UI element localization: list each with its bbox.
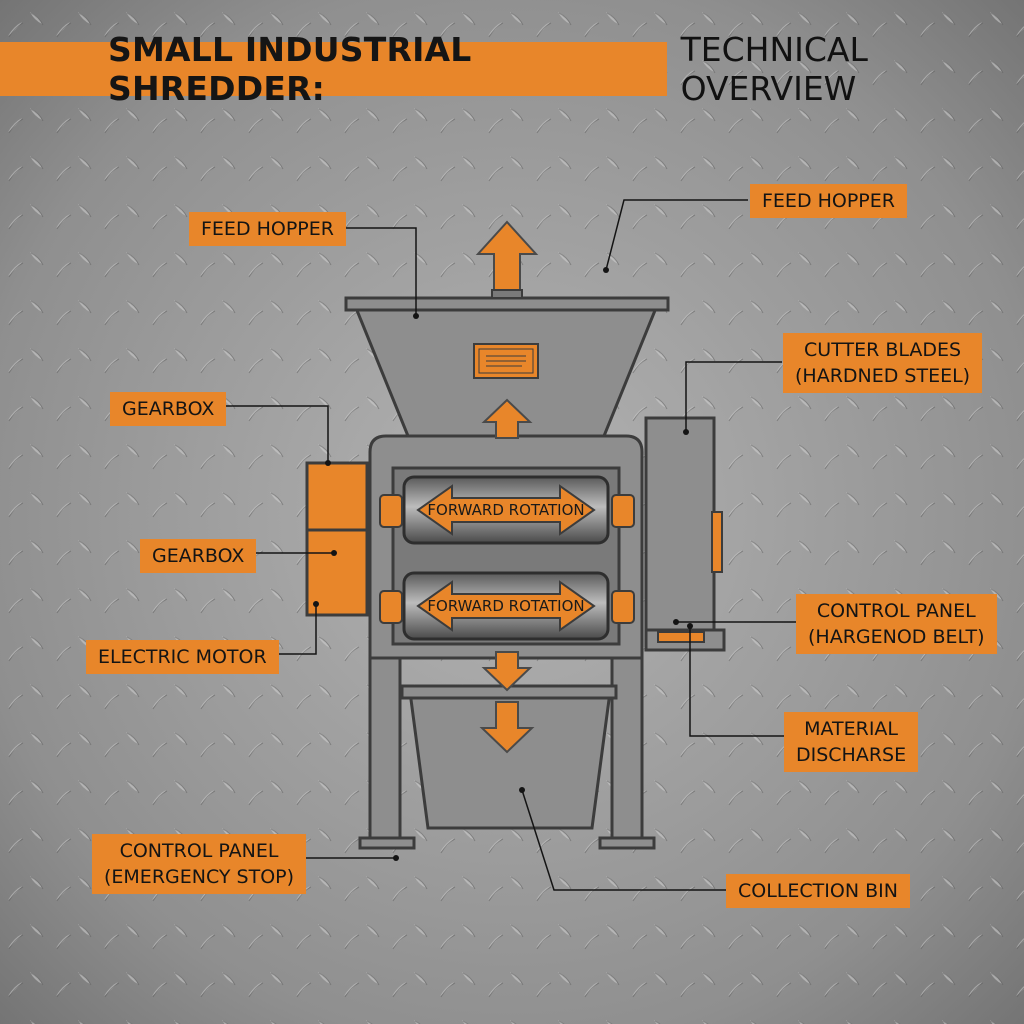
label-material-discharge-line2: DISCHARSE (796, 744, 907, 766)
hopper-rim (344, 296, 670, 312)
right-foot (598, 836, 656, 850)
rotor-top-hub-right (611, 494, 635, 528)
flow-arrow-up-mid (481, 398, 533, 439)
label-control-panel-bottom-line1: CONTROL PANEL (119, 840, 279, 862)
hopper-placard (473, 343, 539, 379)
rotor-bottom-hub-right (611, 590, 635, 624)
base-plate (657, 631, 705, 643)
label-control-panel-right: CONTROL PANEL (HARGENOD BELT) (796, 594, 997, 654)
rotor-top-arrow (416, 484, 596, 536)
rotor-top-label: FORWARD ROTATION (427, 501, 584, 519)
leader-gearbox-top (208, 405, 329, 463)
label-feed-hopper-right: FEED HOPPER (750, 184, 907, 218)
label-cutter-blades: CUTTER BLADES (HARDNED STEEL) (783, 333, 983, 393)
leader-material-discharge (689, 626, 784, 737)
label-feed-hopper-left: FEED HOPPER (189, 212, 346, 246)
leader-cutter-blades (685, 361, 782, 434)
right-leg (610, 638, 644, 847)
label-material-discharge: MATERIAL DISCHARSE (784, 712, 919, 772)
hopper-nozzle (491, 289, 523, 299)
label-control-panel-bottom-line2: (EMERGENCY STOP) (104, 866, 295, 888)
rotor-bottom-label: FORWARD ROTATION (427, 597, 584, 615)
left-leg (368, 638, 402, 847)
label-control-panel-right-line2: (HARGENOD BELT) (808, 626, 985, 648)
label-control-panel-bottom: CONTROL PANEL (EMERGENCY STOP) (92, 834, 307, 894)
rotor-bottom-arrow (416, 580, 596, 632)
side-tab (711, 511, 723, 573)
rotor-bottom-hub-left (379, 590, 403, 624)
rotor-top-hub-left (379, 494, 403, 528)
label-collection-bin: COLLECTION BIN (726, 874, 910, 908)
leader-feed-hopper-right (605, 199, 748, 271)
label-gearbox-mid: GEARBOX (140, 539, 257, 573)
label-cutter-blades-line2: (HARDNED STEEL) (795, 365, 971, 387)
flow-arrow-down-mid (481, 651, 533, 692)
label-material-discharge-line1: MATERIAL (804, 718, 899, 740)
left-foot (358, 836, 416, 850)
flow-arrow-up-top (475, 220, 539, 293)
title-rest: TECHNICAL OVERVIEW (680, 30, 868, 108)
flow-arrow-down-bin (479, 701, 535, 754)
side-housing (644, 416, 716, 652)
leader-feed-hopper-left (312, 227, 417, 316)
label-gearbox-top: GEARBOX (110, 392, 227, 426)
leader-collection-bin (521, 789, 726, 891)
label-cutter-blades-line1: CUTTER BLADES (804, 339, 962, 361)
gearbox-box (305, 461, 369, 617)
label-control-panel-right-line1: CONTROL PANEL (816, 600, 976, 622)
label-electric-motor: ELECTRIC MOTOR (86, 640, 279, 674)
